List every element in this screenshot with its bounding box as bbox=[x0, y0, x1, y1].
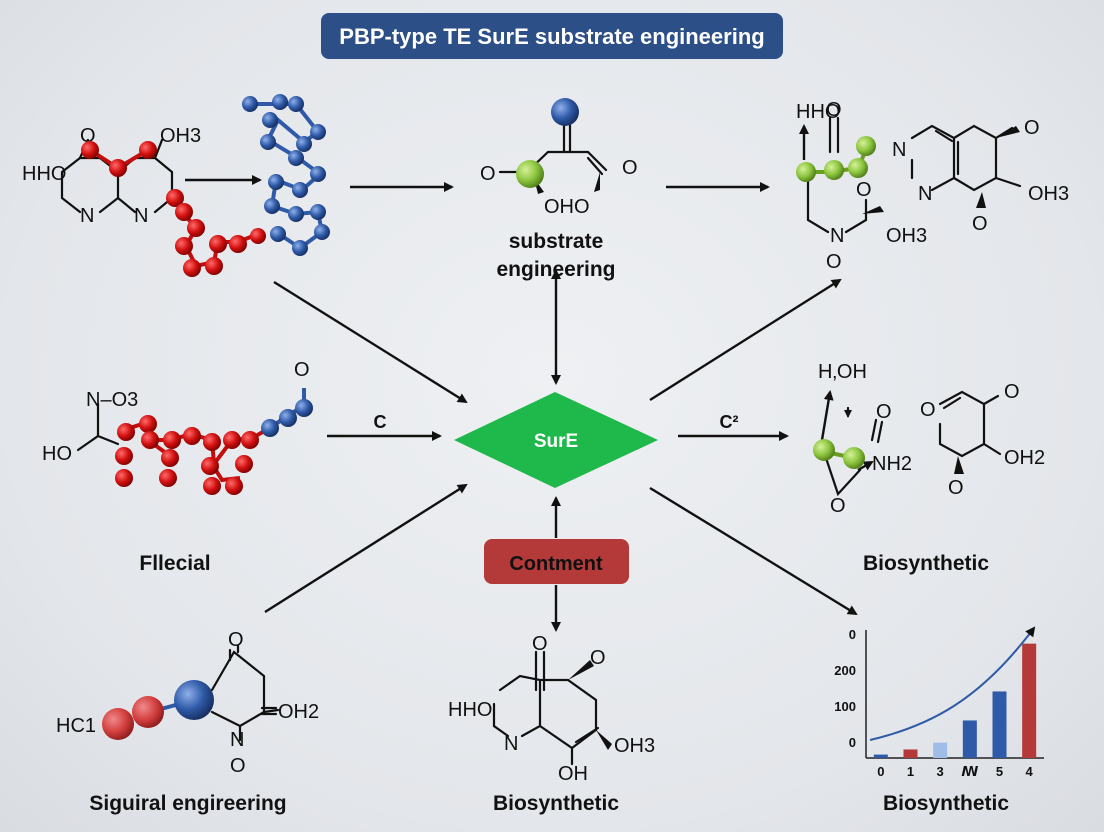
atom-o: O bbox=[622, 157, 638, 179]
contment-box: Contment bbox=[484, 539, 629, 584]
atom-o: O bbox=[856, 179, 872, 201]
molecule-topcenter: O O OHO bbox=[480, 98, 638, 218]
arrow-label-c2: C² bbox=[720, 412, 739, 432]
molecule-botcenter: HHO O O N OH3 OH bbox=[448, 633, 655, 785]
atom-oho: OHO bbox=[544, 196, 590, 218]
atom-o: O bbox=[830, 495, 846, 517]
biosynthetic-chart-label: Biosynthetic bbox=[883, 792, 1009, 815]
atom-o: O bbox=[826, 251, 842, 273]
chart-bar bbox=[1022, 643, 1037, 758]
contment-label: Contment bbox=[509, 553, 603, 575]
chart-x-tick-label: ꟿ bbox=[961, 764, 978, 779]
arrow-sure-to-topright bbox=[649, 278, 842, 402]
chart-y-tick-label: 200 bbox=[834, 663, 856, 678]
molecule-midright2: O O OH2 O bbox=[920, 381, 1045, 499]
chart-trend-arrow bbox=[869, 626, 1036, 741]
substrate-label-line2: engineering bbox=[496, 258, 615, 281]
atom-hoh: H‚OH bbox=[818, 361, 867, 383]
atom-n: N bbox=[830, 225, 844, 247]
atom-o: O bbox=[230, 755, 246, 777]
substrate-label-line1: substrate bbox=[509, 230, 604, 253]
atom-no3: N–O3 bbox=[86, 389, 138, 411]
molecule-topright: HHO O O N OH3 O bbox=[796, 99, 927, 273]
atom-hho: HHO bbox=[448, 699, 492, 721]
fllecial-label: Fllecial bbox=[139, 552, 210, 575]
atom-o: O bbox=[1024, 117, 1040, 139]
arrow-botleft-to-sure bbox=[264, 483, 468, 614]
atom-oh3: OH3 bbox=[1028, 183, 1069, 205]
molecule-topright2: N N O OH3 O bbox=[892, 117, 1069, 235]
atom-o: O bbox=[876, 401, 892, 423]
molecule-topleft: HHO O OH3 N N bbox=[22, 94, 330, 277]
chart-bar bbox=[992, 691, 1007, 758]
chart-bar bbox=[933, 742, 948, 758]
arrows bbox=[185, 175, 858, 632]
molecule-midright: H‚OH O NH2 O bbox=[813, 361, 912, 517]
atom-oh2: OH2 bbox=[1004, 447, 1045, 469]
atom-nh2: NH2 bbox=[872, 453, 912, 475]
atom-oh2: OH2 bbox=[278, 701, 319, 723]
chart-y-tick-label: 100 bbox=[834, 699, 856, 714]
title-banner: PBP-type TE SurE substrate engineering bbox=[321, 13, 783, 59]
atom-ho: HO bbox=[42, 443, 72, 465]
atom-o: O bbox=[480, 163, 496, 185]
siguiral-label: Siguiral engireering bbox=[89, 792, 286, 815]
atom-n: N bbox=[504, 733, 518, 755]
atom-o: O bbox=[590, 647, 606, 669]
atom-o: O bbox=[1004, 381, 1020, 403]
chart-x-tick-label: 3 bbox=[937, 764, 944, 779]
atom-o: O bbox=[948, 477, 964, 499]
atom-hho: HHO bbox=[22, 163, 66, 185]
chart-y-tick-label: 0 bbox=[849, 735, 856, 750]
chart-x-tick-label: 1 bbox=[907, 764, 914, 779]
atom-oh: OH bbox=[558, 763, 588, 785]
atom-hho: HHO bbox=[796, 101, 840, 123]
atom-n: N bbox=[918, 183, 932, 205]
arrow-sure-to-chart bbox=[649, 486, 858, 616]
biosynthetic-bottom-label: Biosynthetic bbox=[493, 792, 619, 815]
title-text: PBP-type TE SurE substrate engineering bbox=[339, 24, 764, 49]
bar-chart: 0 200 100 0 0 1 3 ꟿ 5 4 bbox=[834, 626, 1044, 779]
chart-x-tick-label: 5 bbox=[996, 764, 1003, 779]
chart-x-tick-label: 4 bbox=[1026, 764, 1034, 779]
atom-oh3: OH3 bbox=[614, 735, 655, 757]
chart-bar bbox=[903, 749, 918, 758]
atom-oh3: OH3 bbox=[160, 125, 201, 147]
molecule-botleft: HC1 O OH2 N O bbox=[56, 629, 319, 777]
atom-n: N bbox=[892, 139, 906, 161]
atom-n: N bbox=[230, 729, 244, 751]
arrow-label-c: C bbox=[374, 412, 387, 432]
chart-bar bbox=[962, 720, 977, 758]
atom-o: O bbox=[294, 359, 310, 381]
molecule-midleft: N–O3 HO O bbox=[42, 359, 313, 495]
atom-o: O bbox=[920, 399, 936, 421]
atom-n: N bbox=[134, 205, 148, 227]
atom-o: O bbox=[826, 99, 842, 121]
arrow-topleft-to-sure bbox=[273, 280, 468, 404]
chart-bar bbox=[873, 754, 888, 758]
atom-oh3: OH3 bbox=[886, 225, 927, 247]
sure-label: SurE bbox=[534, 431, 578, 452]
biosynthetic-right-label: Biosynthetic bbox=[863, 552, 989, 575]
chart-x-tick-label: 0 bbox=[877, 764, 884, 779]
atom-hc1: HC1 bbox=[56, 715, 96, 737]
atom-o: O bbox=[972, 213, 988, 235]
sure-node: SurE bbox=[454, 392, 658, 488]
atom-o: O bbox=[228, 629, 244, 651]
atom-o: O bbox=[532, 633, 548, 655]
chart-y-tick-label: 0 bbox=[849, 627, 856, 642]
atom-n: N bbox=[80, 205, 94, 227]
